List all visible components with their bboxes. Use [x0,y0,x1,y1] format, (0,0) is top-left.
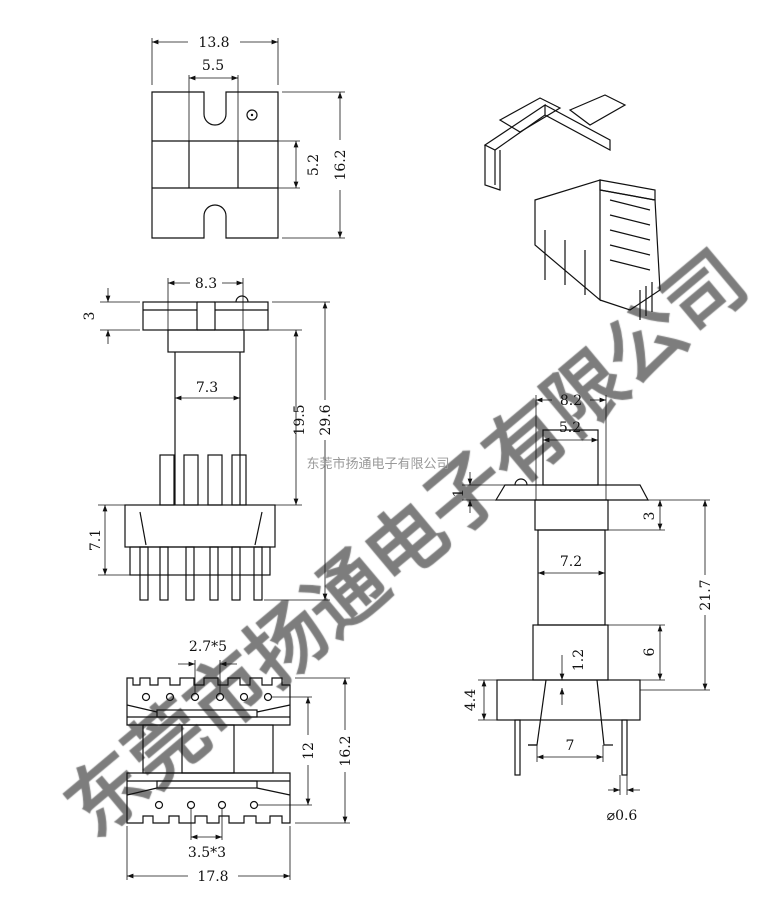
dim-lower-block: 6 [642,647,658,656]
dim-row-spacing: 12 [301,742,317,760]
dim-pin-pitch-top: 2.7*5 [189,639,227,655]
isometric-view [483,94,661,320]
dim-top-height: 16.2 [333,149,349,180]
dim-core-width: 8.3 [195,276,217,292]
bottom-view: 2.7*5 3.5*3 17.8 12 16.2 [126,639,354,885]
dim-winding-height: 19.5 [292,404,308,435]
dim-flange-thickness: 1 [451,489,467,498]
small-watermark: 东莞市扬通电子有限公司 [306,456,449,472]
dim-center-band: 5.2 [306,154,322,176]
dim-bottom-depth: 16.2 [338,735,354,766]
dim-base-height: 7.1 [88,529,104,551]
dim-step: 3 [642,512,658,521]
dim-front-top-inner: 5.2 [559,420,581,436]
side-view: 8.3 3 7.3 19.5 29.6 7.1 [82,276,334,601]
dim-bottom-width: 17.8 [197,869,228,885]
dim-front-core-width: 7.2 [560,554,582,570]
top-view: 13.8 5.5 16.2 5.2 [151,35,349,239]
dim-pin-pitch-bottom: 3.5*3 [188,845,226,861]
dim-front-total-height: 21.7 [698,579,714,610]
dim-front-base-height: 4.4 [463,689,479,711]
dim-front-top-width: 8.2 [560,393,582,409]
dim-slot-span: 5.5 [202,58,224,74]
dim-top-width: 13.8 [198,35,229,51]
dim-flange: 3 [82,312,98,321]
dim-inner-width: 7.3 [196,380,218,396]
dim-pin-diameter: ⌀0.6 [607,808,638,824]
dim-total-height: 29.6 [318,404,334,435]
dim-pin-span: 7 [566,738,575,754]
front-view: 8.2 5.2 1 3 7.2 21.7 6 1.2 4.4 7 ⌀0.6 [451,393,714,824]
dim-gap: 1.2 [571,649,587,671]
